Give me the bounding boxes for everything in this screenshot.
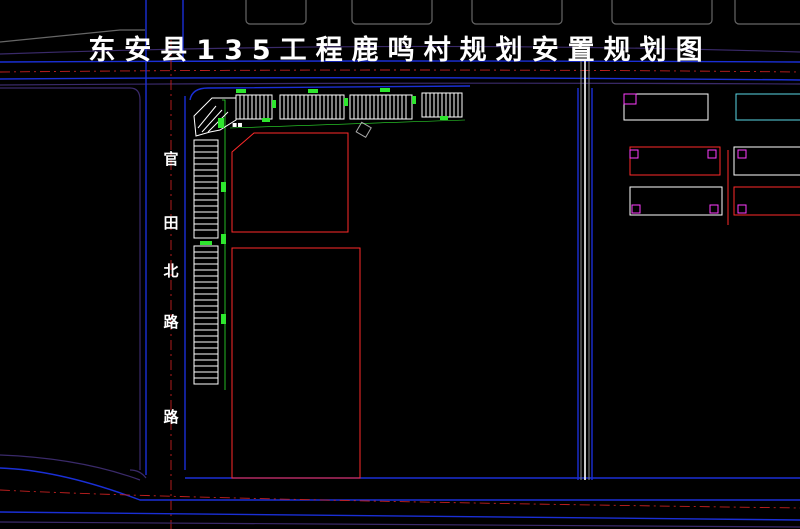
svg-text:▪▪: ▪▪ [232,120,243,129]
green-markers [200,88,448,324]
site-boundary-lines [222,99,466,390]
road-label-char-2: 田 [163,214,179,232]
small-structure [355,121,372,139]
road-label-char-3: 北 [163,262,179,280]
parking-strip-top-3 [349,94,413,120]
parking-strip-top-2 [279,94,345,120]
top-grey-outlines [0,0,800,43]
road-label-char-5: 路 [163,408,179,426]
road-label-char-4: 路 [163,313,179,331]
road-label-char-1: 官 [163,150,179,168]
parking-strip-left-2 [193,245,219,385]
plot-lower [231,247,361,479]
drawing-title: 东安县135工程鹿鸣村规划安置规划图 [88,35,712,66]
parking-strip-left-1 [193,139,219,239]
vertical-road-right [577,60,593,480]
vertical-road-left [0,0,471,529]
right-buildings [623,93,800,225]
horizontal-road-top [0,45,800,86]
plot-upper [231,132,349,233]
red-plots [231,132,361,479]
